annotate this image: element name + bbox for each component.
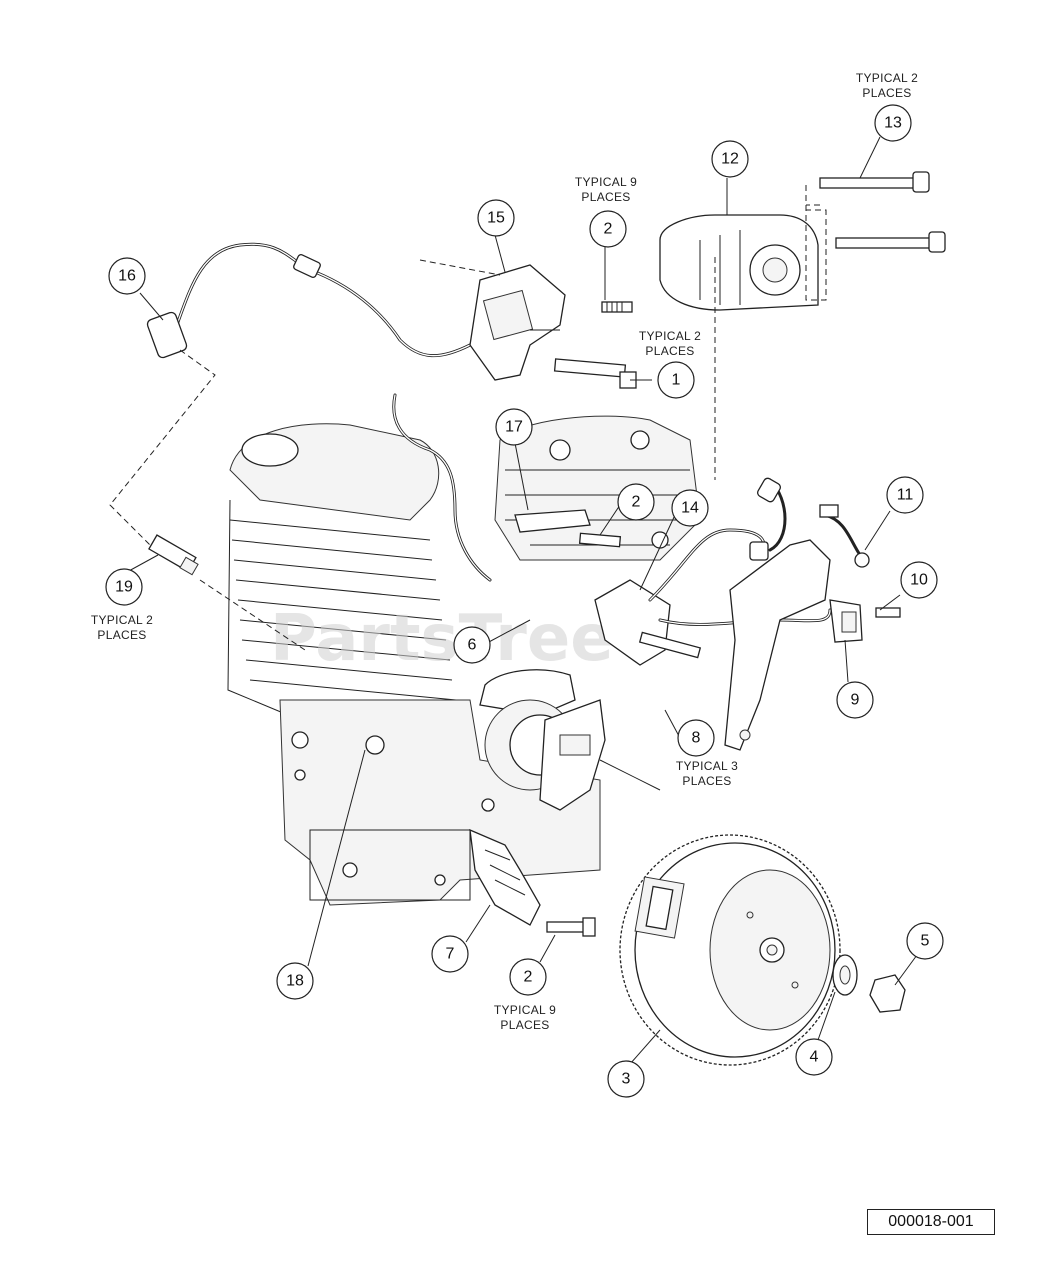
note-line: PLACES [862, 86, 911, 100]
spark-plug [148, 534, 199, 576]
note-line: TYPICAL 2 [856, 71, 918, 85]
callout-label: 18 [286, 973, 304, 990]
callout-14[interactable]: 14 [671, 489, 709, 527]
note-line: PLACES [500, 1018, 549, 1032]
callout-4[interactable]: 4 [795, 1038, 833, 1076]
callout-5[interactable]: 5 [906, 922, 944, 960]
watermark: PartsTree [270, 602, 614, 676]
callout-8[interactable]: 8 [677, 719, 715, 757]
callout-label: 6 [468, 637, 477, 654]
note-2-bottom: TYPICAL 9 PLACES [494, 1003, 556, 1032]
note-line: TYPICAL 9 [494, 1003, 556, 1017]
callout-label: 11 [897, 487, 914, 504]
callout-12[interactable]: 12 [711, 140, 749, 178]
mounting-bracket [724, 504, 870, 751]
note-8: TYPICAL 3 PLACES [676, 759, 738, 788]
callout-label: 2 [632, 494, 641, 511]
trigger-module [469, 828, 596, 937]
flywheel-washer-nut [832, 954, 906, 1013]
callout-3[interactable]: 3 [607, 1060, 645, 1098]
note-2-top: TYPICAL 9 PLACES [575, 175, 637, 204]
coil-screws [553, 301, 637, 389]
rectifier [594, 477, 832, 666]
callout-label: 1 [672, 372, 681, 389]
note-1: TYPICAL 2 PLACES [639, 329, 701, 358]
callout-17[interactable]: 17 [495, 408, 533, 446]
callout-label: 10 [910, 572, 928, 589]
callout-label: 7 [446, 946, 455, 963]
callout-label: 2 [524, 969, 533, 986]
note-line: TYPICAL 3 [676, 759, 738, 773]
callout-9[interactable]: 9 [836, 681, 874, 719]
breather-part [514, 509, 622, 548]
callout-label: 5 [921, 933, 930, 950]
callout-label: 3 [622, 1071, 631, 1088]
callout-1[interactable]: 1 [657, 361, 695, 399]
ignition-wire [146, 242, 472, 359]
callout-label: 19 [115, 579, 133, 596]
callout-label: 17 [505, 419, 523, 436]
callout-2-bottom[interactable]: 2 [509, 958, 547, 996]
callout-19[interactable]: 19 [105, 568, 143, 606]
drawing-number: 000018-001 [867, 1209, 995, 1235]
note-line: PLACES [682, 774, 731, 788]
engine-block [227, 415, 701, 906]
callout-label: 15 [487, 210, 505, 227]
callout-11[interactable]: 11 [886, 476, 924, 514]
callout-16[interactable]: 16 [108, 257, 146, 295]
note-19: TYPICAL 2 PLACES [91, 613, 153, 642]
callout-13[interactable]: 13 [874, 104, 912, 142]
callout-label: 8 [692, 730, 701, 747]
note-line: TYPICAL 2 [639, 329, 701, 343]
note-line: PLACES [97, 628, 146, 642]
callout-2-middle[interactable]: 2 [617, 483, 655, 521]
leader-lines [109, 136, 918, 1065]
callout-label: 16 [118, 268, 136, 285]
note-line: PLACES [645, 344, 694, 358]
callout-6[interactable]: 6 [453, 626, 491, 664]
regulator [829, 599, 901, 643]
callout-15[interactable]: 15 [477, 199, 515, 237]
note-line: TYPICAL 9 [575, 175, 637, 189]
callout-18[interactable]: 18 [276, 962, 314, 1000]
callout-label: 9 [851, 692, 860, 709]
callout-10[interactable]: 10 [900, 561, 938, 599]
note-13: TYPICAL 2 PLACES [856, 71, 918, 100]
flywheel [619, 834, 841, 1066]
callout-7[interactable]: 7 [431, 935, 469, 973]
ignition-coil [392, 264, 566, 582]
starter-bolts [819, 171, 946, 253]
stator [479, 669, 606, 811]
callout-label: 2 [604, 221, 613, 238]
note-line: PLACES [581, 190, 630, 204]
starter-motor [659, 185, 827, 311]
callout-label: 14 [681, 500, 699, 517]
callout-2-top[interactable]: 2 [589, 210, 627, 248]
callout-label: 4 [810, 1049, 819, 1066]
callout-label: 12 [721, 151, 739, 168]
note-line: TYPICAL 2 [91, 613, 153, 627]
callout-label: 13 [884, 115, 902, 132]
